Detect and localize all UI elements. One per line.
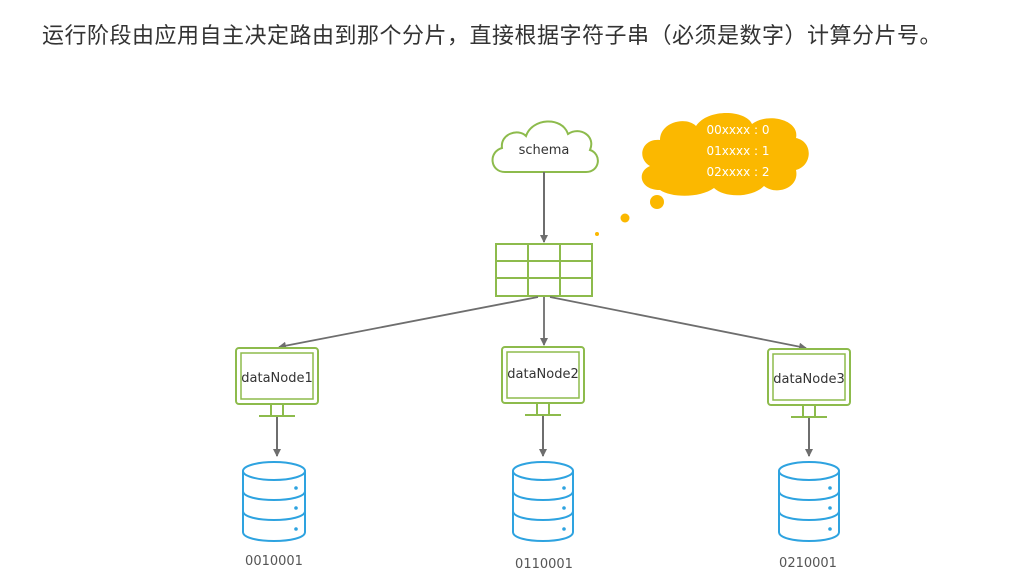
node-label: dataNode3 <box>773 372 844 387</box>
thought-dot-large <box>650 195 664 209</box>
db-label: 0110001 <box>515 557 573 572</box>
rule-line-2: 01xxxx : 1 <box>707 144 770 158</box>
arrow-table-to-node1 <box>278 296 539 350</box>
database-icon <box>242 461 306 542</box>
rule-line-1: 00xxxx : 0 <box>707 123 770 137</box>
data-node-3: dataNode3 0210001 <box>767 348 851 571</box>
database-icon <box>778 461 840 542</box>
routing-rules-bubble: 00xxxx : 0 01xxxx : 1 02xxxx : 2 <box>595 113 809 236</box>
rule-line-3: 02xxxx : 2 <box>707 165 770 179</box>
data-node-1: dataNode1 0010001 <box>235 347 319 569</box>
schema-label: schema <box>519 143 570 158</box>
node-label: dataNode2 <box>507 367 578 382</box>
thought-dot-medium <box>620 213 630 223</box>
monitor-icon <box>501 346 585 416</box>
data-node-2: dataNode2 0110001 <box>501 346 585 572</box>
schema-cloud: schema <box>491 120 599 173</box>
db-label: 0210001 <box>779 556 837 571</box>
thought-dot-small <box>595 232 599 236</box>
cloud-icon <box>491 120 599 173</box>
db-label: 0010001 <box>245 554 303 569</box>
monitor-icon <box>767 348 851 418</box>
monitor-icon <box>235 347 319 417</box>
database-icon <box>512 461 574 542</box>
page-title: 运行阶段由应用自主决定路由到那个分片，直接根据字符子串（必须是数字）计算分片号。 <box>42 24 943 49</box>
thought-cloud-icon <box>641 113 809 196</box>
routing-table-icon <box>495 243 593 297</box>
node-label: dataNode1 <box>241 371 312 386</box>
arrow-table-to-node3 <box>549 296 807 351</box>
